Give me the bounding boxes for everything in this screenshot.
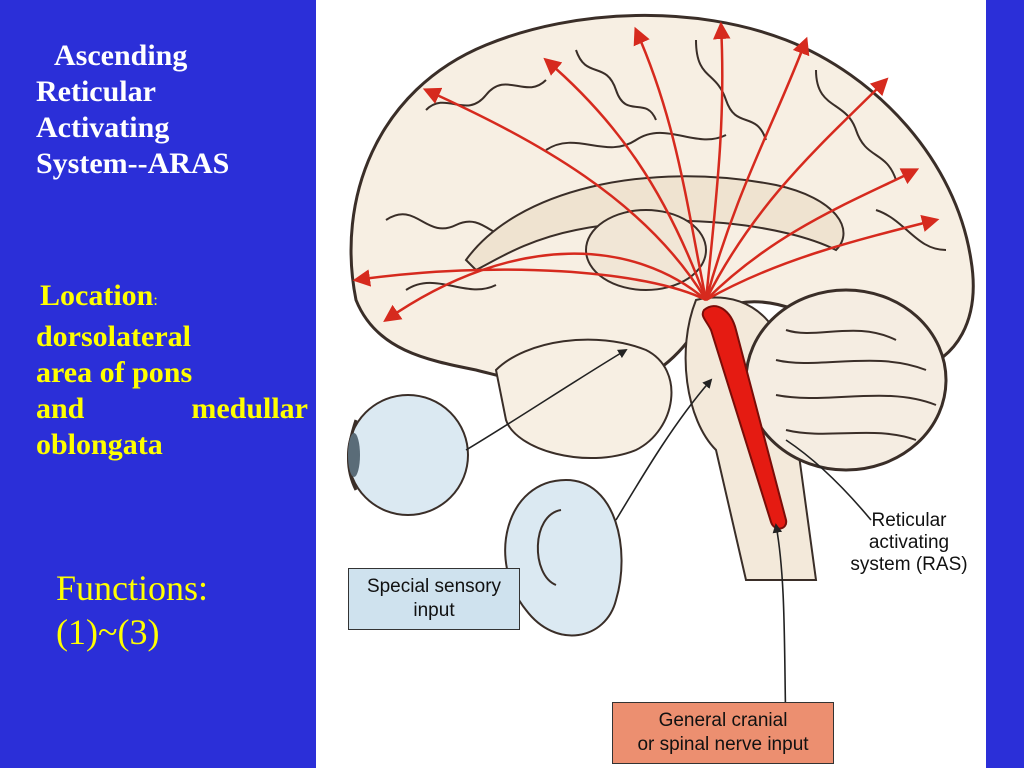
ras-label-line: activating: [868, 532, 950, 553]
eye-icon: [347, 394, 469, 516]
general-input-box: General cranial or spinal nerve input: [612, 702, 834, 764]
location-line: oblongata: [36, 428, 163, 461]
cerebellum-folia: [775, 329, 937, 441]
special-sensory-box: Special sensory input: [348, 568, 520, 630]
functions-heading: Functions:: [56, 568, 209, 608]
special-sensory-label: input: [413, 600, 455, 621]
location-line: dorsolateral: [36, 320, 191, 353]
special-sensory-label: Special sensory: [366, 576, 502, 597]
ras-label: Reticular activating system (RAS): [834, 510, 984, 576]
ras-label-line: Reticular: [871, 510, 947, 531]
corpus-callosum: [464, 175, 845, 272]
title-line: Activating: [36, 111, 170, 144]
title-line: Reticular: [36, 75, 156, 108]
title-line: Ascending: [54, 39, 188, 72]
activation-arrows: [352, 21, 940, 322]
ras-label-line: system (RAS): [850, 554, 968, 575]
gyri-lines: [385, 39, 947, 291]
general-input-label: General cranial: [658, 710, 788, 731]
brain-illustration: [347, 14, 975, 736]
temporal-lobe: [494, 338, 673, 459]
cerebellum: [744, 288, 948, 472]
title-line: System--ARAS: [36, 147, 230, 180]
thalamus: [585, 209, 707, 291]
brain-figure: Special sensory input Reticular activati…: [316, 0, 986, 768]
slide-title: Ascending Reticular Activating System--A…: [36, 38, 316, 182]
general-input-label: or spinal nerve input: [637, 734, 809, 755]
functions-range: (1)~(3): [56, 612, 160, 652]
functions-text: Functions: (1)~(3): [56, 566, 306, 654]
location-label: Location:: [40, 279, 158, 312]
location-line: area of pons: [36, 356, 193, 389]
ear-icon: [504, 478, 623, 637]
